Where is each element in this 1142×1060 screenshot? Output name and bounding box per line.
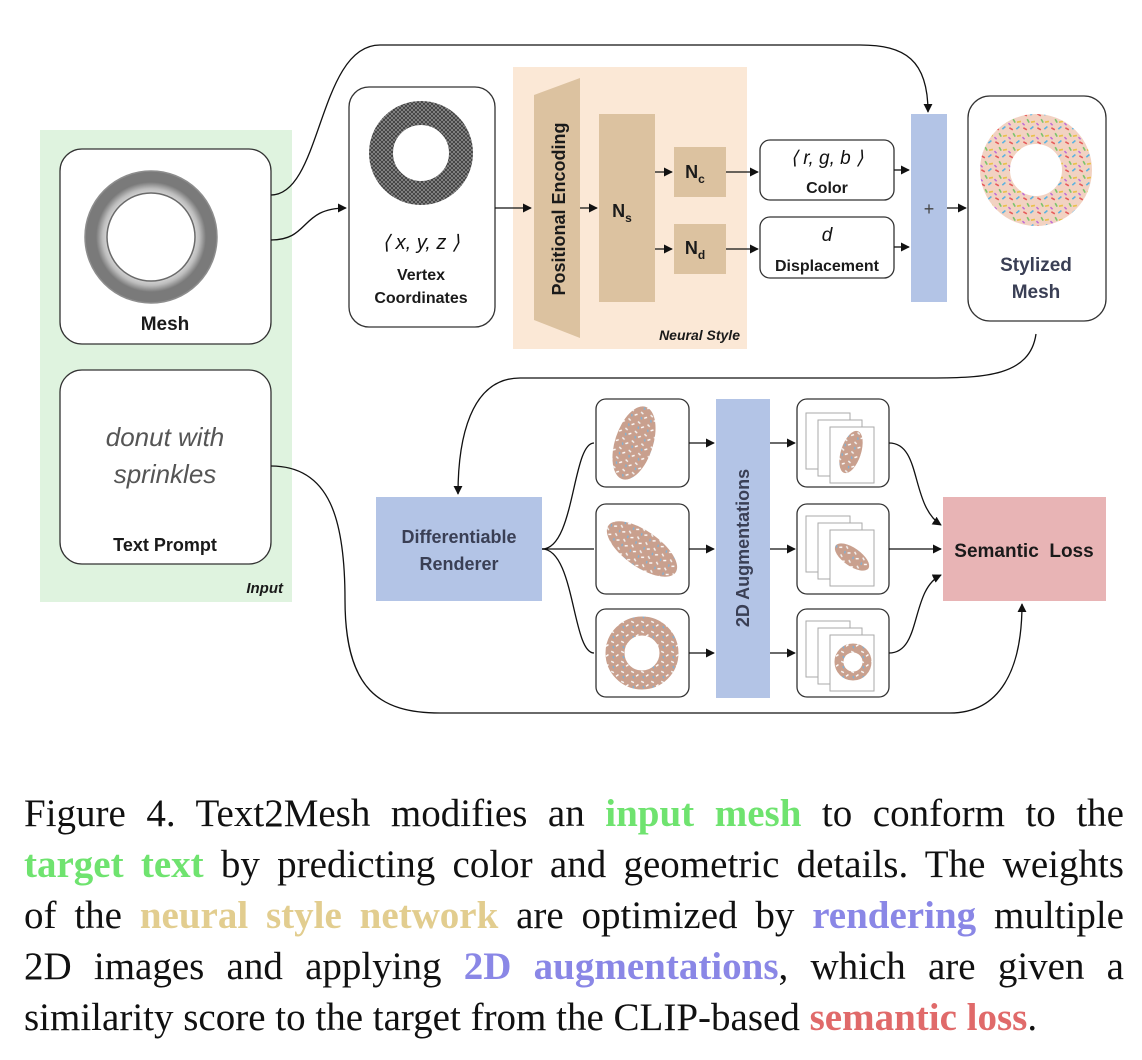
connectors [270,44,1037,714]
augmented-view-stack-3 [796,608,890,698]
augmented-view-stack-1 [796,398,890,488]
ns-label: Ns [612,201,632,225]
neural-style-label: Neural Style [659,327,740,343]
displacement-label: Displacement [775,258,880,275]
caption-highlight-input-mesh: input mesh [605,792,802,835]
input-panel-label: Input [246,580,284,597]
positional-encoding-label: Positional Encoding [549,122,569,295]
augmented-view-stack-2 [796,503,890,595]
rendered-donut-view-icon [612,406,656,480]
augmented-view-stack-icon [805,412,875,484]
caption-line-2: target text by predicting color and geom… [24,839,1124,890]
prompt-text-line2: sprinkles [114,459,217,489]
mesh-label: Mesh [141,314,190,335]
caption-text: by predicting color and geometric detail… [203,843,1124,886]
caption-line-5: similarity score to the target from the … [24,992,1124,1043]
nc-label: Nc [685,162,705,186]
semantic-loss-label: Semantic Loss [954,541,1093,562]
nd-block [674,224,726,274]
text-prompt-label: Text Prompt [113,535,217,555]
rendered-view-1 [595,398,690,488]
vertex-label-line2: Coordinates [374,290,467,307]
wireframe-mesh-icon [369,101,473,205]
caption-text: to conform to the [801,792,1124,835]
stylized-label-line1: Stylized [1000,255,1072,276]
caption-text: of the [24,894,140,937]
caption-highlight-target-text: target text [24,843,204,886]
caption-text: 2D images and applying [24,945,464,988]
stylized-label-line2: Mesh [1012,282,1061,303]
figure-caption: Figure 4. Text2Mesh modifies an input me… [24,788,1124,1043]
caption-highlight-augmentations: 2D augmentations [463,945,779,988]
renderer-label-line1: Differentiable [401,527,516,547]
caption-highlight-rendering: rendering [812,894,977,937]
caption-text: . [1027,996,1038,1039]
plus-sign: + [924,199,935,219]
text2mesh-diagram: Input Mesh donut with sprinkles Text Pro… [40,44,1107,714]
combine-block [911,114,947,302]
caption-line-3: of the neural style network are optimize… [24,890,1124,941]
caption-line-4: 2D images and applying 2D augmentations,… [24,941,1124,992]
caption-text: , which are given a [778,945,1124,988]
rgb-tuple: ⟨ r, g, b ⟩ [791,148,864,169]
nd-label: Nd [685,238,705,262]
augmentations-label: 2D Augmentations [733,469,753,627]
color-label: Color [806,180,848,197]
augmentations-block [716,399,770,698]
rendered-donut-view-icon [605,616,679,690]
caption-text: multiple [976,894,1124,937]
text-prompt-box [59,369,272,565]
vertex-label-line1: Vertex [397,267,445,284]
prompt-text-line1: donut with [106,422,225,452]
caption-highlight-semantic-loss: semantic loss [809,996,1028,1039]
rendered-view-2 [595,503,690,595]
ns-block [599,114,655,302]
sprinkled-donut-icon [980,114,1092,226]
caption-text: are optimized by [498,894,813,937]
caption-highlight-neural-style: neural style network [139,894,499,937]
caption-line-1: Figure 4. Text2Mesh modifies an input me… [24,788,1124,839]
differentiable-renderer-block [376,497,542,601]
nc-block [674,147,726,197]
augmented-view-stack-icon [805,515,875,587]
caption-text: similarity score to the target from the … [24,996,810,1039]
semantic-loss-block [943,497,1106,601]
augmented-view-stack-icon [805,620,875,692]
rendered-donut-view-icon [606,521,678,577]
rendered-view-3 [595,608,690,698]
vertex-tuple: ⟨ x, y, z ⟩ [382,232,460,254]
renderer-label-line2: Renderer [419,554,498,574]
positional-encoding-block [534,78,580,338]
caption-text: Figure 4. Text2Mesh modifies an [24,792,606,835]
torus-mesh-icon [84,170,218,304]
d-symbol: d [822,225,834,246]
